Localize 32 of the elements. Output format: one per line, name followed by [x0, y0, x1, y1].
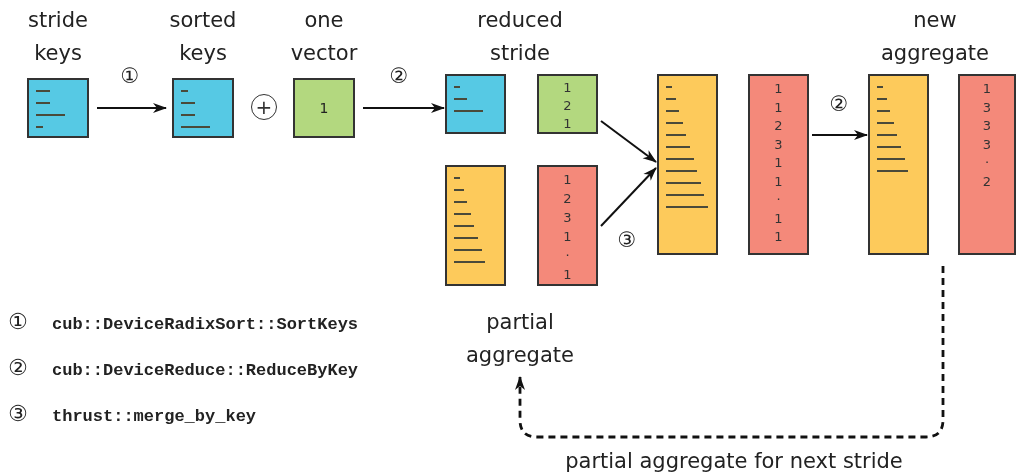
- block-heading: one vector: [289, 7, 359, 67]
- function-name: thrust::merge_by_key: [52, 406, 257, 428]
- group-heading: new aggregate: [880, 4, 990, 70]
- arrow: [362, 103, 445, 113]
- block-heading: stride keys: [27, 7, 89, 67]
- step-number: ②: [8, 354, 28, 382]
- arrow: [96, 103, 167, 113]
- edge-label: ③: [616, 227, 638, 254]
- block-heading: sorted keys: [168, 7, 238, 67]
- data-block: [657, 74, 718, 255]
- function-name: cub::DeviceRadixSort::SortKeys: [52, 314, 359, 336]
- arrow: [515, 266, 945, 439]
- arrow: [600, 167, 657, 227]
- arrow: [600, 120, 657, 163]
- group-heading: reduced stride: [465, 4, 575, 70]
- function-name: cub::DeviceReduce::ReduceByKey: [52, 360, 359, 382]
- data-block: [445, 74, 506, 134]
- step-number: ③: [8, 400, 28, 428]
- arrow: [811, 130, 868, 140]
- value-block: 1 1 2 3 1 1 · 1 1: [748, 74, 809, 255]
- group-heading: partial aggregate: [460, 306, 580, 374]
- step-number: ①: [8, 308, 28, 336]
- value-block: 1 3 3 3 · 2: [958, 74, 1016, 255]
- data-block: [445, 165, 506, 286]
- value-block: 1 2 1: [537, 74, 598, 134]
- data-block: [868, 74, 929, 255]
- edge-label: ①: [119, 63, 141, 90]
- data-block: 1: [293, 78, 355, 138]
- edge-label: ②: [388, 63, 410, 90]
- edge-label: ②: [828, 91, 850, 118]
- value-block: 1 2 3 1 · 1: [537, 165, 598, 286]
- edge-label: partial aggregate for next stride: [564, 448, 904, 475]
